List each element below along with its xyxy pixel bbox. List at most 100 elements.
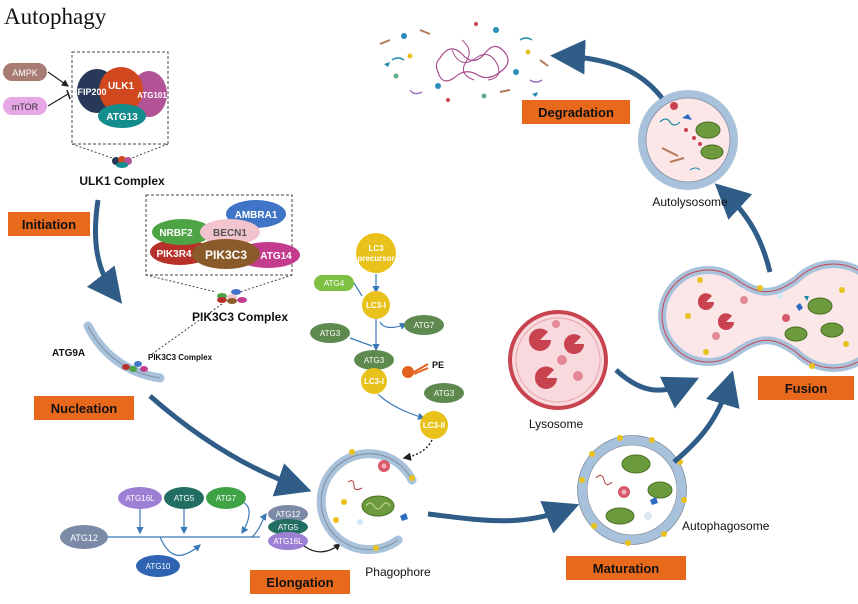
atg13-label: ATG13 (106, 112, 138, 123)
nucleation-label: Nucleation (51, 401, 118, 416)
lc3i-to-lc3ii-arrow (377, 393, 426, 420)
lc3i-label-1: LC3-I (366, 301, 386, 310)
ampk-activates-arrow (47, 71, 69, 87)
initiation-arrow (86, 199, 123, 304)
atg3-node-2 (354, 350, 394, 370)
mtor-regulator: mTOR (3, 97, 47, 115)
lc3ii-node (420, 411, 448, 439)
ulk1-zoom-line-left (71, 143, 113, 159)
lc3ii-label: LC3-II (423, 421, 445, 430)
page-title: Autophagy (4, 4, 107, 29)
ulk1-subunit (99, 67, 143, 113)
lysosome-label: Lysosome (529, 417, 584, 431)
elongation-label: Elongation (266, 575, 333, 590)
atg16l-label: ATG16L (125, 494, 155, 503)
fusion-to-autolysosome-arrow (714, 183, 773, 273)
lc3ii-to-phagophore-arrow (402, 439, 433, 461)
atg3-link (349, 337, 373, 347)
ulk1-label: ULK1 (108, 81, 135, 92)
atg101-label: ATG101 (137, 91, 167, 100)
pik3c3-subunit (192, 239, 260, 269)
autophagosome-label: Autophagosome (682, 519, 770, 533)
lc3i-label-2: LC3-I (364, 377, 384, 386)
lc3-pathway: LC3 precursor ATG4 LC3-I ATG7 ATG3 ATG3 … (310, 233, 464, 461)
atg10-link (159, 536, 201, 556)
conjugate-atg16l-node (268, 532, 308, 550)
atg12-conjugation: ATG12 ATG16L ATG5 ATG7 ATG10 ATG12 ATG5 … (60, 487, 341, 577)
ampk-regulator: AMPK (3, 63, 47, 81)
autolysosome (638, 90, 738, 190)
atg4-link (353, 282, 363, 297)
lc3-precursor-label-2: precursor (357, 254, 394, 263)
nrbf2-subunit (152, 219, 212, 245)
isolation-membrane (83, 321, 165, 383)
becn1-subunit (200, 219, 260, 245)
atg5-label: ATG5 (174, 494, 195, 503)
ulk1-complex-mini (112, 156, 132, 168)
elongation-to-maturation-arrow (427, 501, 580, 534)
atg7-conj-arrow (241, 502, 250, 535)
phagophore (316, 449, 417, 555)
nucleation-arrow (148, 394, 312, 497)
ambra1-label: AMBRA1 (235, 210, 278, 221)
initiation-stage-badge: Initiation (8, 212, 90, 236)
ulk1-complex-label: ULK1 Complex (79, 174, 165, 188)
fusion-label: Fusion (785, 381, 828, 396)
pik3r4-label: PIK3R4 (156, 249, 191, 260)
atg16l-node (118, 487, 162, 509)
pe-label: PE (432, 360, 444, 370)
maturation-stage-badge: Maturation (566, 556, 686, 580)
phagophore-label: Phagophore (365, 565, 431, 579)
conjugate-atg16l-label: ATG16L (273, 537, 303, 546)
atg12-label: ATG12 (70, 533, 98, 543)
conjugate-atg12-label: ATG12 (276, 510, 301, 519)
lysosome-to-fusion-arrow (614, 368, 700, 409)
ulk1-zoom-line-right (131, 143, 169, 159)
pik3c3-complex-mini (217, 289, 247, 304)
conjugate-atg12-node (268, 505, 308, 523)
degraded-debris (379, 22, 549, 102)
autolysosome-label: Autolysosome (652, 195, 728, 209)
nucleation-stage-badge: Nucleation (34, 396, 134, 420)
mtor-inhibits-line (47, 93, 69, 107)
pik3c3-zoom-line-right (239, 274, 293, 293)
mtor-inhibit-bar (66, 89, 71, 100)
elongation-stage-badge: Elongation (250, 570, 350, 594)
autophagosome (577, 435, 687, 546)
ulk1-complex: FIP200 ULK1 ATG101 ATG13 (77, 67, 167, 128)
lc3i-node-1 (362, 291, 390, 319)
initiation-label: Initiation (22, 217, 76, 232)
atg13-subunit (98, 104, 146, 128)
pe-lipid (402, 363, 429, 378)
atg7-conj-label: ATG7 (216, 494, 237, 503)
atg3-label-2: ATG3 (364, 356, 385, 365)
maturation-label: Maturation (593, 561, 660, 576)
degradation-label: Degradation (538, 105, 614, 120)
atg14-label: ATG14 (260, 251, 292, 262)
lc3-precursor-label-1: LC3 (368, 244, 384, 253)
atg10-node (136, 555, 180, 577)
atg3-label-1: ATG3 (320, 329, 341, 338)
autolysosome-to-degradation-arrow (550, 39, 664, 100)
atg3-node-1 (310, 323, 350, 343)
mtor-label: mTOR (12, 102, 39, 112)
maturation-to-fusion-arrow (672, 370, 740, 464)
ampk-label: AMPK (12, 68, 38, 78)
conjugate-formation-arrow (251, 513, 267, 538)
atg7-conj-node (206, 487, 246, 509)
fusion-structure (658, 260, 858, 372)
fip200-label: FIP200 (77, 87, 106, 97)
pik3c3-complex-label: PIK3C3 Complex (192, 310, 288, 324)
pik3c3-zoom-line-left (145, 274, 217, 293)
conjugate-atg5-node (268, 519, 308, 535)
atg3-node-3 (424, 383, 464, 403)
becn1-label: BECN1 (213, 228, 247, 239)
pik3c3-to-membrane-line (151, 303, 223, 355)
lysosome (508, 310, 608, 410)
fusion-stage-badge: Fusion (758, 376, 854, 400)
pik3c3-complex: AMBRA1 NRBF2 BECN1 PIK3R4 PIK3C3 ATG14 (150, 200, 300, 269)
atg4-node (314, 275, 354, 291)
pik3c3-label: PIK3C3 (205, 248, 247, 262)
